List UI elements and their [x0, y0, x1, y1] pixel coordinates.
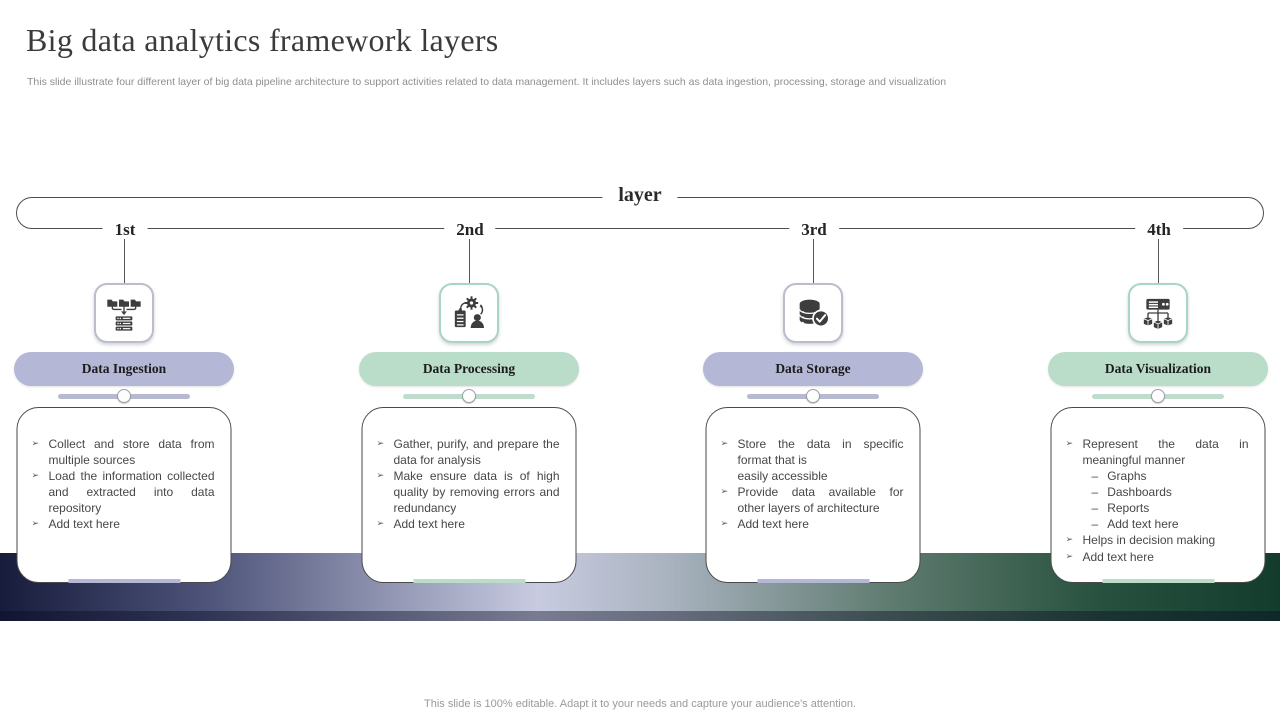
page-title: Big data analytics framework layers [26, 22, 499, 58]
framework-column-data-storage: Data Storage ➢ Store the data in specific … [698, 0, 928, 720]
bullet-text: Add text here [1082, 549, 1154, 564]
bullet-text: Gather, purify, and prepare the data for… [393, 437, 560, 468]
stage-slider [58, 389, 190, 403]
arrow-bullet-icon: ➢ [1065, 535, 1074, 546]
sub-bullet-item: –Dashboards [1083, 484, 1249, 500]
bullet-item: ➢ Add text here [377, 516, 560, 532]
stage-card: ➢ Represent the data in meaningful manner… [1050, 407, 1266, 583]
stage-card: ➢ Collect and store data from multiple so… [16, 407, 232, 583]
layer-bracket: layer 1st 2nd 3rd 4th [16, 184, 1264, 240]
arrow-bullet-icon: ➢ [720, 519, 729, 530]
bullet-text: Provide data available for other layers … [737, 485, 904, 516]
arrow-bullet-icon: ➢ [376, 471, 385, 482]
arrow-bullet-icon: ➢ [1065, 551, 1074, 562]
framework-column-data-visualization: Data Visualization ➢ Represent the data in… [1043, 0, 1273, 720]
layer-order-label-2nd: 2nd [444, 220, 496, 240]
stage-slider [747, 389, 879, 403]
bullet-item: ➢ Make ensure data is of high quality by … [377, 468, 560, 516]
stage-pill: Data Ingestion [14, 352, 234, 386]
sub-bullet-text: Reports [1107, 501, 1150, 516]
framework-column-data-processing: Data Processing ➢ Gather, purify, and prep… [354, 0, 584, 720]
bullet-item: ➢ Store the data in specific format that … [721, 436, 904, 484]
data-processing-icon [439, 283, 499, 343]
arrow-bullet-icon: ➢ [31, 471, 40, 482]
card-accent-strip [757, 579, 869, 583]
bullet-item: ➢ Load the information collected and extr… [32, 468, 215, 516]
arrow-bullet-icon: ➢ [31, 439, 40, 449]
dash-bullet-icon: – [1091, 469, 1099, 484]
card-accent-strip [1102, 579, 1214, 583]
bullet-item: ➢ Represent the data in meaningful manner… [1066, 436, 1249, 532]
bullet-list: ➢ Store the data in specific format that … [721, 436, 904, 532]
bullet-text: Add text here [737, 517, 809, 532]
bullet-text: Represent the data in meaningful manner–… [1082, 437, 1249, 532]
sub-bullet-text: Add text here [1107, 517, 1179, 532]
sub-bullet-item: –Add text here [1083, 516, 1249, 532]
bullet-item: ➢ Helps in decision making [1066, 532, 1249, 548]
bullet-item: ➢ Add text here [32, 516, 215, 532]
stage-pill: Data Storage [703, 352, 923, 386]
stage-slider [1092, 389, 1224, 403]
framework-column-data-ingestion: Data Ingestion ➢ Collect and store data fr… [9, 0, 239, 720]
arrow-bullet-icon: ➢ [1065, 439, 1074, 449]
arrow-bullet-icon: ➢ [720, 439, 729, 449]
layer-order-label-1st: 1st [102, 220, 148, 240]
stage-card: ➢ Store the data in specific format that … [705, 407, 921, 583]
connector-line [124, 239, 125, 283]
bullet-list: ➢ Gather, purify, and prepare the data fo… [377, 436, 560, 532]
sub-bullet-item: –Graphs [1083, 468, 1249, 484]
arrow-bullet-icon: ➢ [376, 439, 385, 449]
arrow-bullet-icon: ➢ [31, 519, 40, 530]
layer-label: layer [602, 184, 678, 207]
card-accent-strip [68, 579, 180, 583]
arrow-bullet-icon: ➢ [376, 519, 385, 530]
slide-subtitle: This slide illustrate four different lay… [27, 76, 947, 88]
data-storage-icon [783, 283, 843, 343]
sub-bullet-item: –Reports [1083, 500, 1249, 516]
bullet-item: ➢ Collect and store data from multiple so… [32, 436, 215, 468]
stage-pill: Data Visualization [1048, 352, 1268, 386]
data-visualization-icon [1128, 283, 1188, 343]
stage-card: ➢ Gather, purify, and prepare the data fo… [361, 407, 577, 583]
slider-knob-icon [1151, 389, 1165, 403]
stage-pill: Data Processing [359, 352, 579, 386]
layer-order-label-3rd: 3rd [789, 220, 839, 240]
connector-line [813, 239, 814, 283]
slide-footer: This slide is 100% editable. Adapt it to… [424, 698, 856, 710]
slider-knob-icon [462, 389, 476, 403]
data-ingestion-icon [94, 283, 154, 343]
slider-knob-icon [806, 389, 820, 403]
arrow-bullet-icon: ➢ [720, 487, 729, 498]
slider-knob-icon [117, 389, 131, 403]
stage-slider [403, 389, 535, 403]
bullet-item: ➢ Provide data available for other layers… [721, 484, 904, 516]
bullet-text: Helps in decision making [1082, 533, 1216, 548]
bullet-text: Store the data in specific format that i… [737, 437, 904, 484]
bullet-item: ➢ Add text here [1066, 549, 1249, 565]
sub-bullet-text: Dashboards [1107, 485, 1172, 500]
bullet-list: ➢ Collect and store data from multiple so… [32, 436, 215, 532]
bullet-item: ➢ Gather, purify, and prepare the data fo… [377, 436, 560, 468]
bullet-text: Make ensure data is of high quality by r… [393, 469, 560, 516]
bullet-text: Add text here [48, 517, 120, 532]
bullet-item: ➢ Add text here [721, 516, 904, 532]
connector-line [469, 239, 470, 283]
layer-order-label-4th: 4th [1135, 220, 1183, 240]
dash-bullet-icon: – [1091, 501, 1099, 516]
connector-line [1158, 239, 1159, 283]
dash-bullet-icon: – [1091, 517, 1099, 532]
bullet-text: Add text here [393, 517, 465, 532]
sub-bullet-text: Graphs [1107, 469, 1147, 484]
bullet-text: Collect and store data from multiple sou… [48, 437, 215, 468]
bullet-list: ➢ Represent the data in meaningful manner… [1066, 436, 1249, 565]
dash-bullet-icon: – [1091, 485, 1099, 500]
card-accent-strip [413, 579, 525, 583]
bullet-text: Load the information collected and extra… [48, 469, 215, 516]
